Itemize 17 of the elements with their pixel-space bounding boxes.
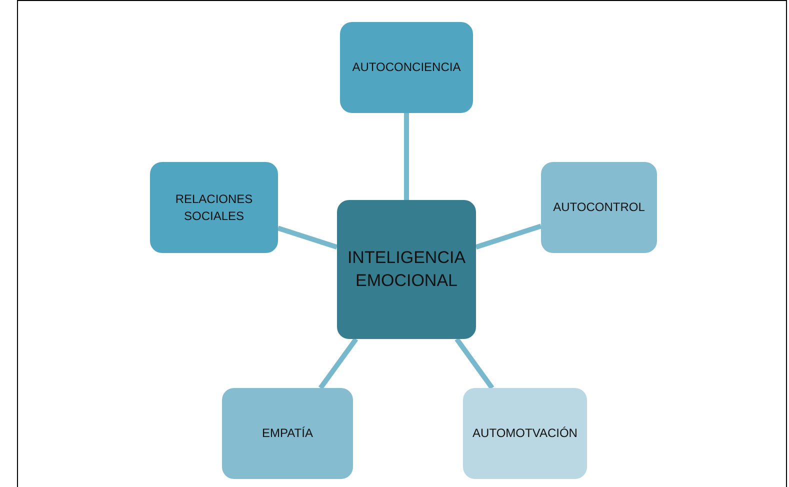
node-label: AUTOCONCIENCIA (352, 59, 461, 76)
connector-line (454, 338, 494, 390)
node-label: RELACIONES SOCIALES (174, 190, 254, 224)
concept-box (150, 162, 278, 253)
connector-line (475, 224, 542, 250)
concept-box (541, 162, 657, 253)
connector-line (404, 113, 409, 200)
connector-line (318, 338, 358, 390)
concept-box (340, 22, 473, 113)
concept-box (222, 388, 353, 479)
node-label: INTELIGENCIA EMOCIONAL (346, 246, 467, 292)
central-box (337, 200, 476, 339)
node-label: AUTOCONTROL (553, 199, 645, 216)
node-label: EMPATÍA (262, 425, 313, 442)
node-label: AUTOMOTVACIÓN (472, 425, 578, 442)
connector-line (277, 226, 338, 250)
concept-box (463, 388, 587, 479)
